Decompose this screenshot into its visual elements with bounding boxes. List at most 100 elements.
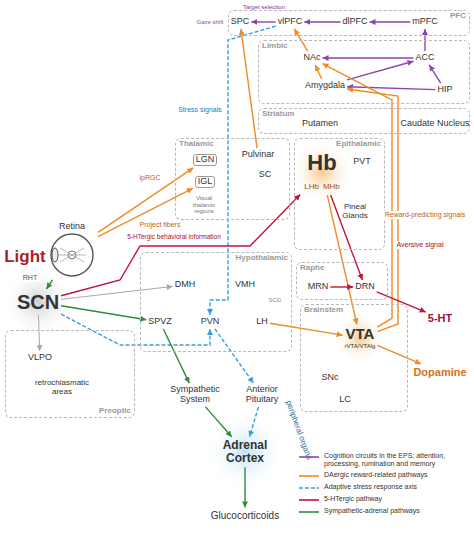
node-text: SPC (231, 17, 250, 27)
pathway-arrow (251, 21, 276, 22)
region-label: 5-HT (428, 312, 452, 324)
note-label: SCG (267, 297, 282, 304)
region-label: HbLHbMHb (302, 151, 342, 193)
pathway-arrow (330, 286, 353, 287)
node-text: SCN (17, 291, 59, 313)
region-group: BrainstemVTArVTA/VTAlgSNcLC (300, 304, 408, 412)
node-text: Amygdala (305, 81, 345, 91)
group-heading: Epithalamic (336, 140, 381, 149)
edge-label: RHT (22, 274, 38, 282)
region-label: Glucocorticoids (211, 510, 279, 521)
group-heading: Preoptic (99, 407, 131, 416)
pathway-arrow (377, 345, 421, 364)
region-label: ACC (415, 53, 434, 63)
pathway-arrow (315, 65, 322, 79)
node-text: Caudate Nucleus (400, 119, 469, 129)
retina-eye (48, 232, 96, 278)
pathway-arrow (241, 29, 257, 148)
legend-row: Sympathetic-adrenal pathways (298, 507, 470, 516)
legend-sample (298, 508, 320, 516)
node-text: Hb (302, 151, 342, 175)
region-label: Dopamine (413, 366, 466, 378)
region-group: LimbicNAcACCAmygdalaHIP (258, 40, 470, 104)
pathway-arrow (370, 21, 411, 22)
group-heading: Brainstem (304, 306, 343, 315)
node-text: Retina (48, 222, 96, 232)
pathway-arrow (304, 21, 340, 22)
pathway-arrow (98, 188, 193, 236)
node-text: dlPFC (342, 17, 367, 27)
pathway-arrow (270, 323, 343, 335)
node-text: VTA (345, 326, 376, 343)
node-text: Glucocorticoids (211, 510, 279, 521)
pathway-arrow (215, 329, 254, 383)
edge-label: Project fibers (139, 221, 182, 229)
legend-text: DAergic reward-related pathways (324, 471, 428, 479)
node-text: Putamen (302, 119, 338, 129)
region-label: dlPFC (342, 17, 367, 27)
node-text: 5-HT (428, 312, 452, 324)
edge-label: Stress signals (177, 106, 223, 114)
legend-text: Adaptive stress response axis (324, 483, 417, 491)
pathway-arrow (46, 280, 52, 289)
group-heading: Thalamic (179, 140, 214, 149)
node-text: SPVZ (148, 317, 172, 327)
region-group: StriatumPutamenCaudate Nucleus (258, 108, 470, 134)
region-label: Pulvinar (242, 150, 275, 160)
light-label: Light (3, 248, 47, 267)
edge-label: ipRGC (138, 174, 161, 182)
node-text: SC (259, 170, 272, 180)
region-label: retrochiasmatic areas (27, 379, 97, 397)
node-text: LH (256, 317, 268, 327)
sub-label: MHb (323, 183, 340, 192)
pathway-arrow (250, 407, 259, 437)
scn-glow (2, 266, 74, 338)
node-text: DRN (355, 282, 375, 292)
node-text: VLPO (28, 353, 52, 363)
pathway-arrow (61, 286, 173, 299)
vta-glow (334, 312, 386, 364)
region-label: LGN (193, 154, 218, 166)
sub-label: rVTA/VTAlg (345, 343, 376, 350)
pathway-arrow (429, 65, 440, 83)
legend-row: 5-HTergic pathway (298, 495, 470, 504)
region-label: SNc (321, 373, 338, 383)
legend-sample (298, 484, 320, 492)
legend-sample (298, 496, 320, 504)
node-text: PVT (353, 157, 371, 167)
pathway-arrow (205, 407, 231, 437)
region-label: Amygdala (305, 81, 345, 91)
pathway-arrow (210, 26, 276, 315)
node-text: Sympathetic System (165, 385, 225, 405)
region-label: LH (256, 317, 268, 327)
node-text: SNc (321, 373, 338, 383)
region-label: SC (259, 170, 272, 180)
pathway-arrow (61, 194, 300, 295)
region-label: VMH (235, 280, 255, 290)
node-text: PVN (201, 317, 220, 327)
legend: Cognition circuits in the EPS: attention… (298, 452, 470, 519)
region-group: Preoptic VLPO retrochiasmatic areas (5, 330, 135, 418)
region-label: mPFC (412, 17, 438, 27)
region-label: Adrenal Cortex (209, 439, 281, 465)
region-label: Caudate Nucleus (400, 119, 469, 129)
region-label: vlPFC (278, 17, 303, 27)
group-heading: Raphe (300, 264, 324, 273)
region-label: PVN (201, 317, 220, 327)
node-text: VMH (235, 280, 255, 290)
region-label: Anterior Pituitary (236, 385, 288, 405)
legend-text: Sympathetic-adrenal pathways (324, 507, 420, 515)
legend-text: Cognition circuits in the EPS: attention… (324, 452, 470, 468)
pathway-arrow (323, 57, 414, 58)
node-text: HIP (437, 85, 452, 95)
node-text: DMH (175, 280, 196, 290)
region-label: NAc (303, 53, 320, 63)
node-text: MRN (308, 282, 329, 292)
node-text: Pineal Glands (335, 203, 375, 221)
region-label: DRN (355, 282, 375, 292)
region-label: VTArVTA/VTAlg (345, 326, 376, 349)
legend-row: Adaptive stress response axis (298, 483, 470, 492)
region-label: Sympathetic System (165, 385, 225, 405)
legend-sample (298, 472, 320, 480)
legend-row: Cognition circuits in the EPS: attention… (298, 452, 470, 468)
